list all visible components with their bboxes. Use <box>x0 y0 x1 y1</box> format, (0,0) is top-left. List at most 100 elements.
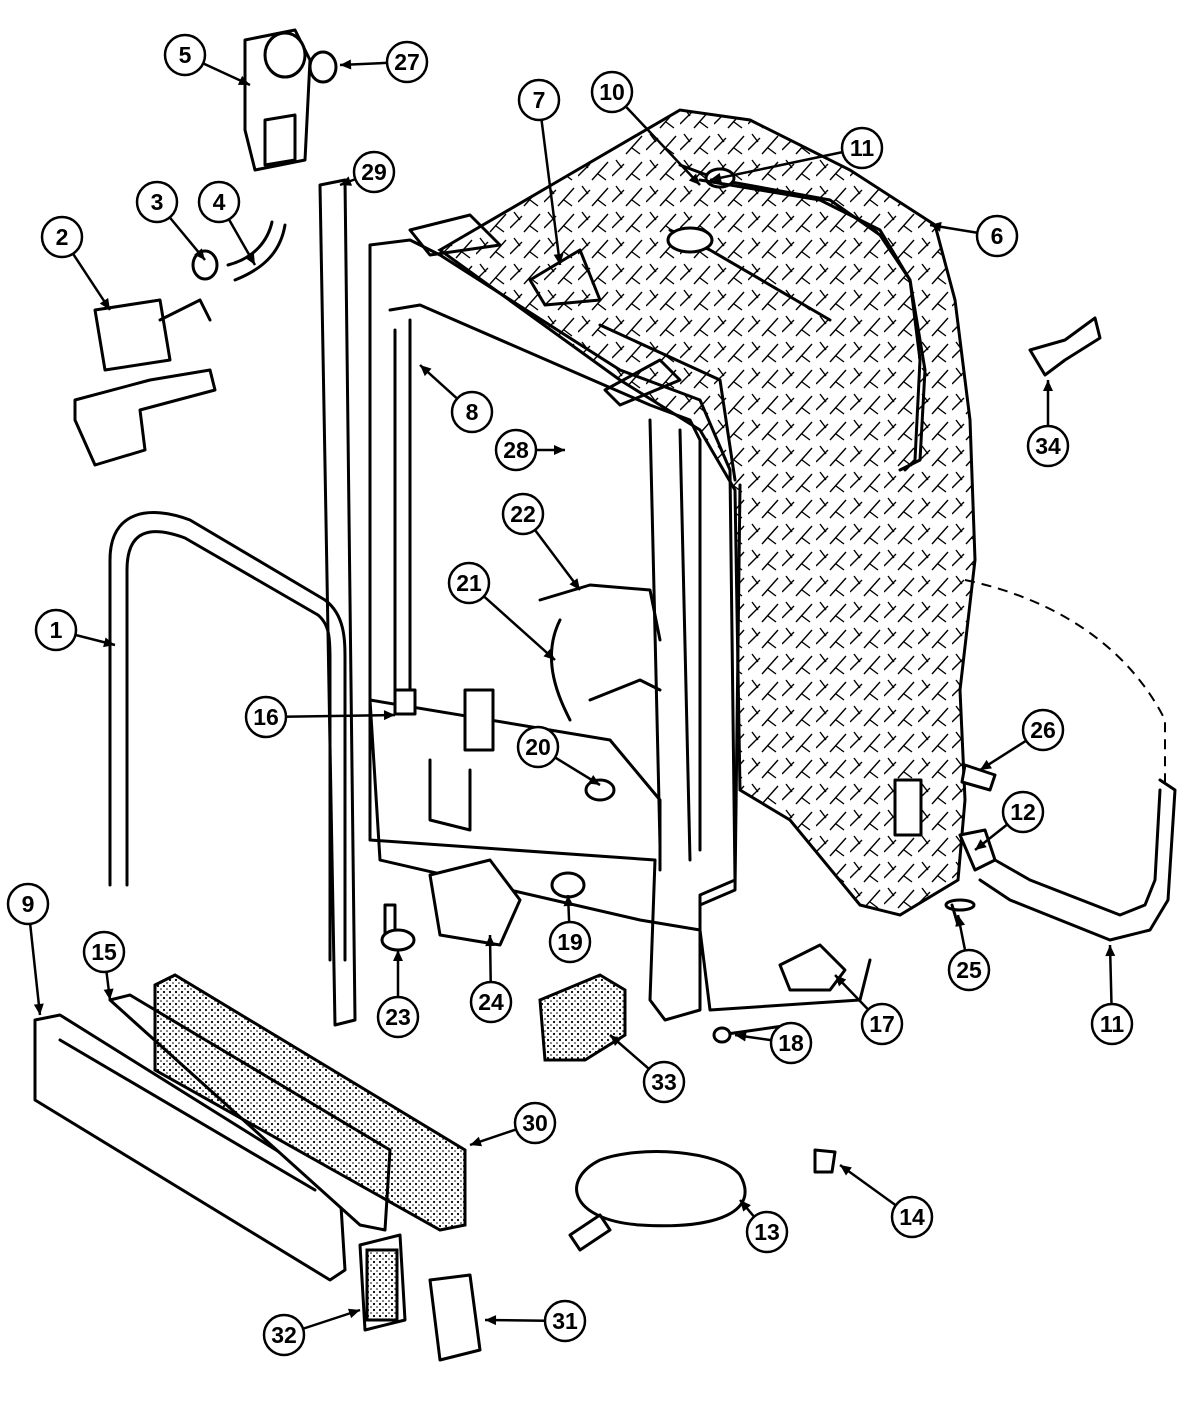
arrowhead-c28 <box>554 445 565 455</box>
part-16-shape <box>393 688 417 716</box>
hose-4-edge <box>226 220 274 267</box>
arrowhead-c20 <box>588 774 600 785</box>
top-hinge-left <box>408 213 502 257</box>
callout-16: 16 <box>244 695 288 739</box>
callout-circle <box>501 492 545 536</box>
arrowhead-c8 <box>420 365 432 377</box>
callout-25: 25 <box>947 948 991 992</box>
arrowhead-c13 <box>740 1200 751 1212</box>
arrowhead-c12 <box>975 839 987 850</box>
hose-clamp-12-shape <box>958 828 997 872</box>
callout-circle <box>385 40 429 84</box>
leveling-leg-23-foot <box>380 928 416 952</box>
arrowhead-c6 <box>930 221 942 232</box>
bracket-26-shape <box>960 763 997 792</box>
hose-4-shape <box>233 223 287 282</box>
arrowhead-c26 <box>980 759 992 770</box>
arrowhead-c11b <box>1105 945 1116 957</box>
callout-34: 34 <box>1026 424 1070 468</box>
arrowhead-c7 <box>553 253 564 265</box>
callout-15: 15 <box>82 930 126 974</box>
callout-29: 29 <box>352 150 396 194</box>
callout-number: 7 <box>533 87 546 113</box>
callout-number: 4 <box>213 189 226 215</box>
arrowhead-c22 <box>569 578 580 590</box>
leader-lines <box>26 53 1116 1337</box>
callout-22: 22 <box>501 492 545 536</box>
arrowhead-c10 <box>688 173 700 185</box>
arrowhead-c16 <box>383 710 395 721</box>
drain-hose <box>958 579 1177 942</box>
callout-27: 27 <box>385 40 429 84</box>
callout-circle <box>1090 1002 1134 1046</box>
callout-number: 26 <box>1030 717 1056 743</box>
callout-1: 1 <box>34 608 78 652</box>
arrowhead-c24 <box>485 935 496 947</box>
arrowhead-c14 <box>840 1165 852 1176</box>
callout-circle <box>860 1002 904 1046</box>
callout-33: 33 <box>642 1060 686 1104</box>
callout-17: 17 <box>860 1002 904 1046</box>
callout-28: 28 <box>494 428 538 472</box>
arrowhead-c19 <box>563 895 574 907</box>
top-hinge-right <box>603 358 682 407</box>
callout-circle <box>34 608 78 652</box>
callout-number: 21 <box>456 570 482 596</box>
callout-number: 12 <box>1010 799 1036 825</box>
callout-9: 9 <box>6 882 50 926</box>
callout-31: 31 <box>543 1299 587 1343</box>
callout-number: 28 <box>503 437 529 463</box>
arrowhead-c33 <box>610 1035 622 1046</box>
callout-circle <box>469 980 513 1024</box>
arrowhead-c34 <box>1043 380 1053 391</box>
callout-number: 6 <box>991 223 1004 249</box>
callout-32: 32 <box>262 1313 306 1357</box>
toe-panel-9 <box>33 1013 347 1282</box>
vent-assembly-5 <box>243 28 312 172</box>
leader-c11a <box>709 146 863 182</box>
callout-11: 11 <box>1090 1002 1134 1046</box>
callout-4: 4 <box>197 180 241 224</box>
arrowhead-c27 <box>340 59 352 70</box>
arrowhead-c31 <box>485 1315 497 1326</box>
callout-number: 5 <box>179 42 192 68</box>
callout-circle <box>352 150 396 194</box>
part-19-shape <box>550 871 586 899</box>
pad-31 <box>428 1273 482 1362</box>
callout-19: 19 <box>548 920 592 964</box>
leader-c16 <box>265 713 396 719</box>
callout-circle <box>590 70 634 114</box>
callout-13: 13 <box>745 1210 789 1254</box>
callout-number: 14 <box>899 1204 925 1230</box>
callout-6: 6 <box>975 214 1019 258</box>
leader-c7 <box>537 99 562 266</box>
callout-5: 5 <box>163 33 207 77</box>
arrowhead-c29 <box>340 176 353 186</box>
callout-24: 24 <box>469 980 513 1024</box>
callout-circle <box>548 920 592 964</box>
callout-number: 15 <box>91 939 117 965</box>
callout-circle <box>642 1060 686 1104</box>
arrowhead-c17 <box>835 975 847 987</box>
callout-circle <box>1001 790 1045 834</box>
callout-circle <box>6 882 50 926</box>
callout-circle <box>1026 424 1070 468</box>
callout-number: 18 <box>778 1030 804 1056</box>
o-ring-27 <box>308 50 338 84</box>
callout-number: 24 <box>478 989 504 1015</box>
callout-circle <box>1021 708 1065 752</box>
callout-circle <box>447 561 491 605</box>
leader-c10 <box>611 91 701 186</box>
arrowhead-c21 <box>543 648 555 660</box>
callout-circle <box>769 1021 813 1065</box>
door-gasket-1-outer <box>108 511 347 962</box>
door-gasket-1-inner <box>125 530 332 962</box>
arrowhead-c15 <box>103 988 114 1000</box>
callout-30: 30 <box>513 1101 557 1145</box>
callout-circle <box>543 1299 587 1343</box>
callout-circle <box>135 180 179 224</box>
trim-strip-29 <box>318 178 357 1027</box>
callout-circle <box>513 1101 557 1145</box>
callout-number: 27 <box>394 49 420 75</box>
